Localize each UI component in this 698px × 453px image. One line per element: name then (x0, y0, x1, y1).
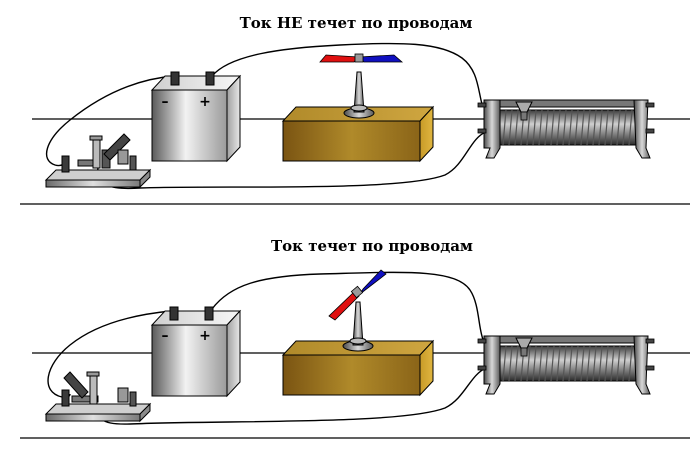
needle-north-end (328, 291, 360, 321)
compass-needle-deflected (328, 269, 387, 352)
battery: – + (150, 306, 242, 398)
needle-south-end (359, 54, 404, 63)
knife-switch-closed (44, 371, 152, 423)
battery-minus-label: – (162, 328, 169, 344)
wooden-block (281, 339, 435, 397)
rheostat (477, 335, 655, 395)
needle-south-end (359, 269, 387, 295)
compass-needle-undeflected (319, 53, 404, 119)
panel-no-current: Ток НЕ течет по проводам (20, 14, 690, 205)
panel-title: Ток течет по проводам (271, 237, 473, 255)
panel-current-flowing: Ток течет по проводам – (20, 237, 690, 439)
needle-north-end (319, 54, 359, 63)
panel-title: Ток НЕ течет по проводам (240, 14, 473, 32)
knife-switch-open (44, 133, 152, 189)
battery: – + (150, 71, 242, 163)
battery-plus-label: + (199, 328, 211, 344)
rheostat (477, 99, 655, 159)
battery-plus-label: + (199, 94, 211, 110)
battery-minus-label: – (162, 94, 169, 110)
